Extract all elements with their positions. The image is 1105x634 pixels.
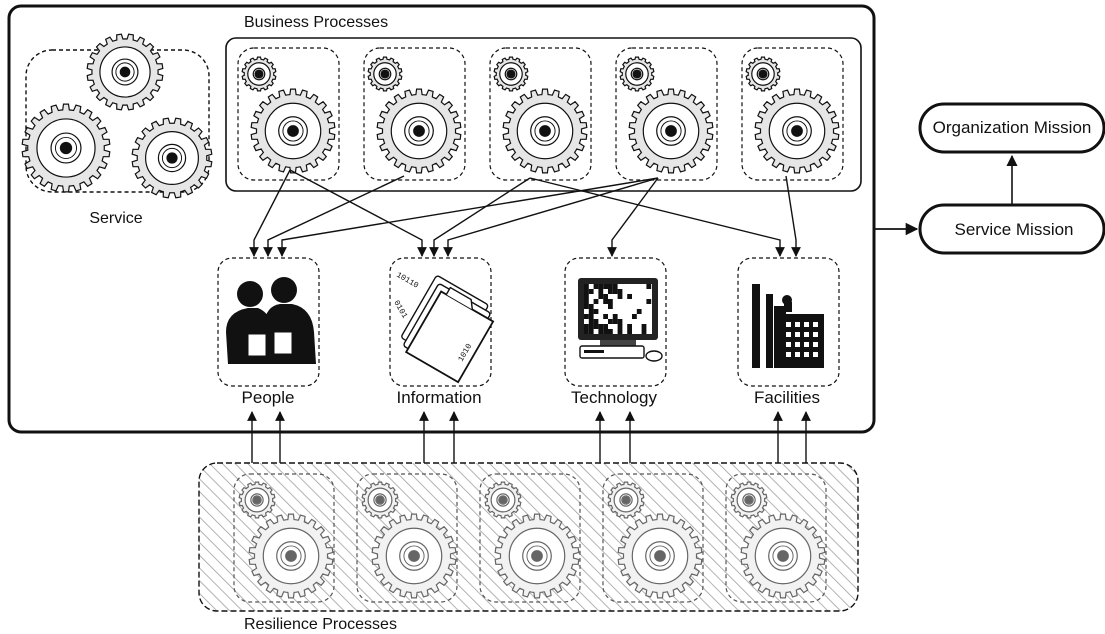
- asset-label-technology: Technology: [571, 388, 657, 408]
- business-processes-label: Business Processes: [244, 14, 388, 32]
- service-mission-label: Service Mission: [954, 220, 1073, 240]
- process-to-asset-arrows: [254, 170, 796, 256]
- service-label: Service: [89, 210, 142, 228]
- asset-label-information: Information: [396, 388, 481, 408]
- gear-icon: [629, 89, 713, 173]
- computer-icon: [578, 278, 662, 361]
- gear-icon: [495, 514, 579, 598]
- gear-icon: [87, 34, 163, 110]
- documents-icon: 10110 0101 1010: [391, 271, 499, 382]
- gear-icon: [608, 482, 644, 518]
- resilience-to-asset-arrows: [252, 412, 806, 463]
- svg-text:10110: 10110: [395, 271, 420, 291]
- factory-icon: [752, 284, 824, 368]
- gear-icon: [242, 57, 276, 91]
- asset-label-people: People: [242, 388, 295, 408]
- gear-icon: [620, 57, 654, 91]
- gear-icon: [362, 482, 398, 518]
- gear-icon: [372, 514, 456, 598]
- organization-mission-label: Organization Mission: [933, 118, 1092, 138]
- resilience-processes-label: Resilience Processes: [244, 616, 397, 634]
- gear-icon: [251, 89, 335, 173]
- gear-icon: [741, 514, 825, 598]
- gear-icon: [494, 57, 528, 91]
- gear-icon: [485, 482, 521, 518]
- gear-icon: [368, 57, 402, 91]
- gear-icon: [239, 482, 275, 518]
- gear-icon: [249, 514, 333, 598]
- gear-icon: [132, 118, 212, 198]
- business-process-gears: [238, 48, 843, 180]
- people-icon: [226, 277, 316, 364]
- service-gears: [22, 34, 212, 198]
- svg-text:0101: 0101: [391, 299, 408, 320]
- gear-icon: [746, 57, 780, 91]
- gear-icon: [618, 514, 702, 598]
- gear-icon: [755, 89, 839, 173]
- gear-icon: [377, 89, 461, 173]
- gear-icon: [503, 89, 587, 173]
- asset-label-facilities: Facilities: [754, 388, 820, 408]
- gear-icon: [22, 104, 110, 192]
- gear-icon: [731, 482, 767, 518]
